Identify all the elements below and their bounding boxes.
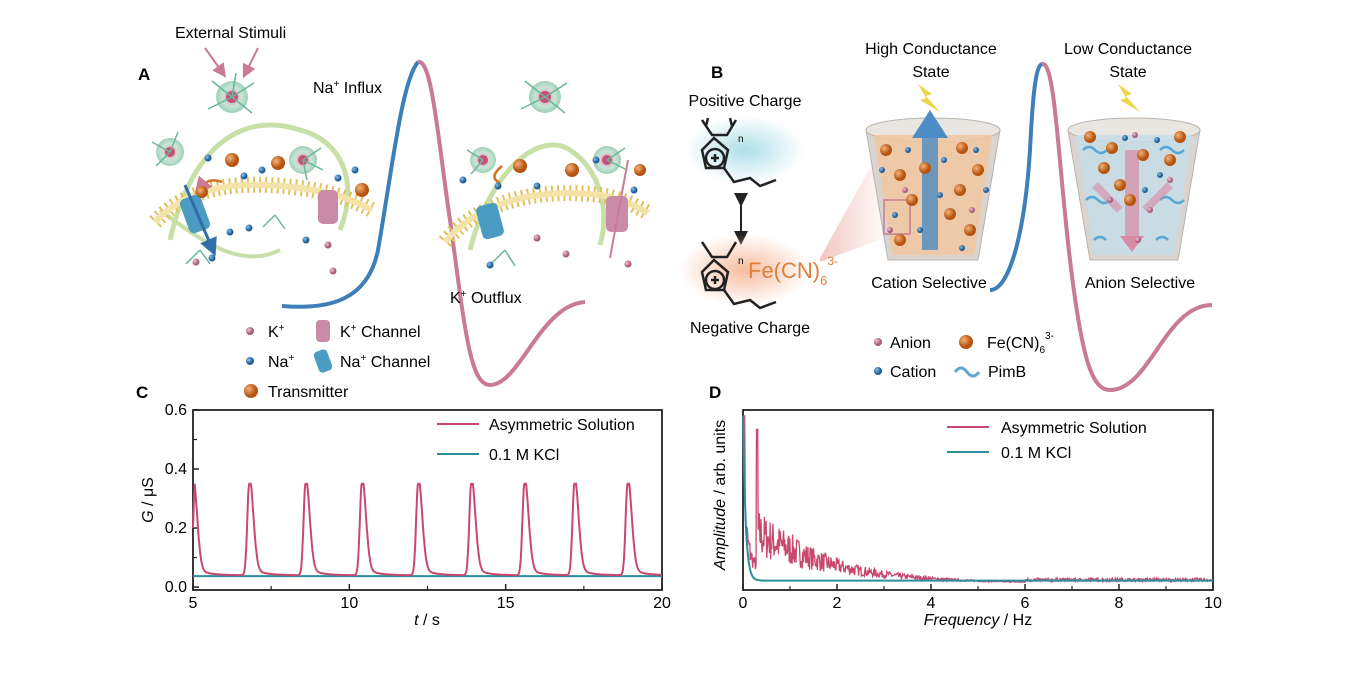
x-tick-label: 4 bbox=[927, 595, 936, 612]
anion-swatch bbox=[874, 338, 882, 346]
stimulus-arrow-right bbox=[242, 47, 259, 79]
legend-k-channel: K+ Channel bbox=[340, 323, 421, 341]
negative-charge-label: Negative Charge bbox=[690, 320, 810, 337]
cation-selective-label: Cation Selective bbox=[871, 275, 987, 292]
legend-na-channel: Na+ Channel bbox=[340, 353, 430, 371]
imidazolium-molecule-negative bbox=[700, 241, 777, 310]
synapse-illustration-right bbox=[438, 80, 653, 269]
x-tick-label: 5 bbox=[189, 595, 198, 612]
ion-scatter bbox=[192, 153, 369, 275]
k-channel-swatch bbox=[316, 320, 330, 342]
ion-scatter bbox=[459, 156, 646, 269]
asymmetric-spectrum-line bbox=[743, 415, 1213, 584]
legend-na-ion: Na+ bbox=[268, 353, 294, 371]
k-channel-icon bbox=[606, 196, 628, 232]
na-ion-swatch bbox=[246, 357, 254, 365]
high-conductance-line2: State bbox=[912, 64, 949, 81]
k-outflux-label: K+ Outflux bbox=[450, 289, 522, 307]
external-stimuli-label: External Stimuli bbox=[175, 25, 286, 42]
nanopore-low-conductance bbox=[1067, 117, 1201, 261]
anion-selective-label: Anion Selective bbox=[1085, 275, 1195, 292]
cation-flow-arrow bbox=[912, 110, 948, 138]
x-tick-label: 0 bbox=[739, 595, 748, 612]
x-tick-label: 2 bbox=[833, 595, 842, 612]
x-tick-label: 10 bbox=[1204, 595, 1222, 612]
chart-c-xlabel: t / s bbox=[414, 612, 440, 629]
legend-transmitter: Transmitter bbox=[268, 384, 349, 401]
na-channel-swatch bbox=[313, 349, 333, 373]
legend-label-kcl: 0.1 M KCl bbox=[1001, 445, 1071, 462]
chart-c-ylabel: G / μS bbox=[140, 477, 157, 523]
asymmetric-series-line bbox=[192, 482, 662, 577]
synapse-illustration-left bbox=[149, 72, 376, 275]
legend-cation: Cation bbox=[890, 364, 936, 381]
panel-b: B High Conductance State Low Conductance… bbox=[679, 41, 1213, 393]
conductance-curve-fall bbox=[1041, 62, 1213, 393]
y-tick-label: 0.4 bbox=[165, 461, 187, 478]
legend-label-kcl: 0.1 M KCl bbox=[489, 447, 559, 464]
legend-label-asymmetric: Asymmetric Solution bbox=[489, 417, 635, 434]
panel-a: A External Stimuli Na+ Influx K+ Outflux bbox=[138, 25, 653, 401]
x-tick-label: 20 bbox=[653, 595, 671, 612]
panel-d-letter: D bbox=[709, 383, 721, 402]
x-tick-label: 8 bbox=[1115, 595, 1124, 612]
panel-a-letter: A bbox=[138, 65, 150, 84]
na-influx-label: Na+ Influx bbox=[313, 79, 382, 97]
panel-b-legend: Anion Fe(CN)63- Cation PimB bbox=[874, 331, 1054, 381]
subscript-n: n bbox=[738, 134, 744, 145]
panel-a-legend: K+ K+ Channel Na+ Na+ Channel Transmitte… bbox=[244, 320, 430, 401]
k-ion-swatch bbox=[246, 327, 254, 335]
pimb-swatch bbox=[953, 366, 981, 378]
x-tick-label: 6 bbox=[1021, 595, 1030, 612]
subscript-n: n bbox=[738, 256, 744, 267]
lightning-icon bbox=[1118, 84, 1140, 112]
legend-k-ion: K+ bbox=[268, 323, 285, 341]
cation-swatch bbox=[874, 367, 882, 375]
legend-label-asymmetric: Asymmetric Solution bbox=[1001, 420, 1147, 437]
positive-charge-label: Positive Charge bbox=[689, 93, 802, 110]
na-channel-icon bbox=[476, 202, 504, 240]
legend-anion: Anion bbox=[890, 335, 931, 352]
k-channel-icon bbox=[318, 190, 338, 224]
fe-swatch bbox=[959, 335, 973, 349]
x-tick-label: 15 bbox=[497, 595, 515, 612]
panel-c: C 5 10 15 20 0.0 0.2 0.4 0.6 Asymmetric Solutio… bbox=[136, 383, 671, 629]
y-tick-label: 0.2 bbox=[165, 520, 187, 537]
chart-d-ylabel: Amplitude / arb. units bbox=[712, 420, 729, 571]
low-conductance-line1: Low Conductance bbox=[1064, 41, 1192, 58]
action-potential-fall bbox=[417, 60, 586, 388]
y-tick-label: 0.0 bbox=[165, 579, 187, 596]
conductance-curve-rise bbox=[989, 62, 1044, 292]
y-tick-label: 0.6 bbox=[165, 402, 187, 419]
ferricyanide-label: Fe(CN)63- bbox=[748, 254, 838, 288]
legend-pimb: PimB bbox=[988, 364, 1026, 381]
low-conductance-line2: State bbox=[1109, 64, 1146, 81]
x-tick-label: 10 bbox=[340, 595, 358, 612]
imidazolium-molecule-positive bbox=[700, 117, 777, 188]
panel-c-letter: C bbox=[136, 383, 148, 402]
nanopore-high-conductance bbox=[865, 110, 1001, 261]
transmitter-swatch bbox=[244, 384, 258, 398]
legend-fe: Fe(CN)63- bbox=[987, 331, 1054, 356]
action-potential-rise bbox=[281, 60, 420, 309]
panel-b-letter: B bbox=[711, 63, 723, 82]
stimulus-arrow-left bbox=[204, 47, 227, 78]
lightning-icon bbox=[918, 84, 940, 112]
chart-d-xlabel: Frequency / Hz bbox=[924, 612, 1032, 629]
kcl-spectrum-line bbox=[742, 415, 1213, 582]
high-conductance-line1: High Conductance bbox=[865, 41, 997, 58]
